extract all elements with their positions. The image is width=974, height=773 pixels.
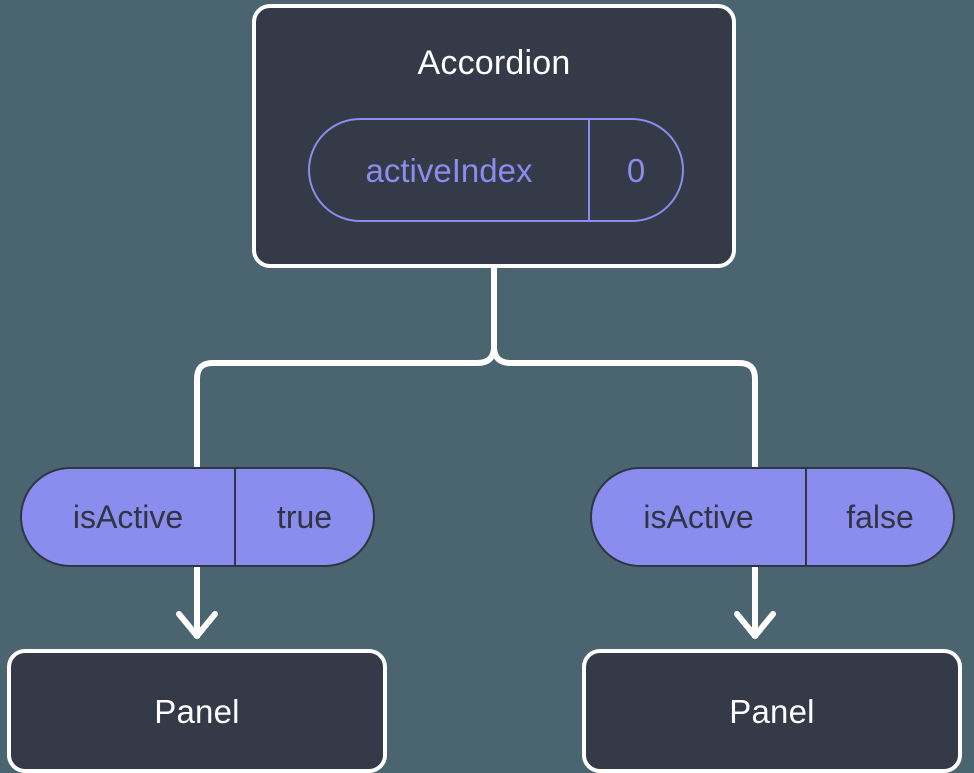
connector-trunk-left	[194, 265, 497, 470]
node-panel-left-title: Panel	[154, 692, 240, 730]
node-panel-right[interactable]: Panel	[582, 649, 962, 773]
connector-trunk-right	[491, 265, 758, 470]
prop-pill-is-active-true[interactable]: isActive true	[20, 467, 375, 567]
prop-pill-is-active-true-key: isActive	[22, 469, 236, 565]
state-pill-active-index[interactable]: activeIndex 0	[308, 118, 684, 222]
node-panel-left[interactable]: Panel	[7, 649, 387, 773]
arrow-left-head-icon	[176, 611, 218, 639]
arrow-right-head-icon	[734, 611, 776, 639]
prop-pill-is-active-true-value: true	[276, 499, 333, 535]
state-pill-active-index-key: activeIndex	[310, 120, 590, 220]
state-pill-active-index-value: 0	[626, 151, 646, 189]
prop-pill-is-active-false-value: false	[846, 499, 914, 535]
prop-pill-is-active-false[interactable]: isActive false	[590, 467, 955, 567]
node-panel-right-title: Panel	[729, 692, 815, 730]
node-accordion-title: Accordion	[417, 44, 571, 82]
prop-pill-is-active-false-key: isActive	[592, 469, 807, 565]
